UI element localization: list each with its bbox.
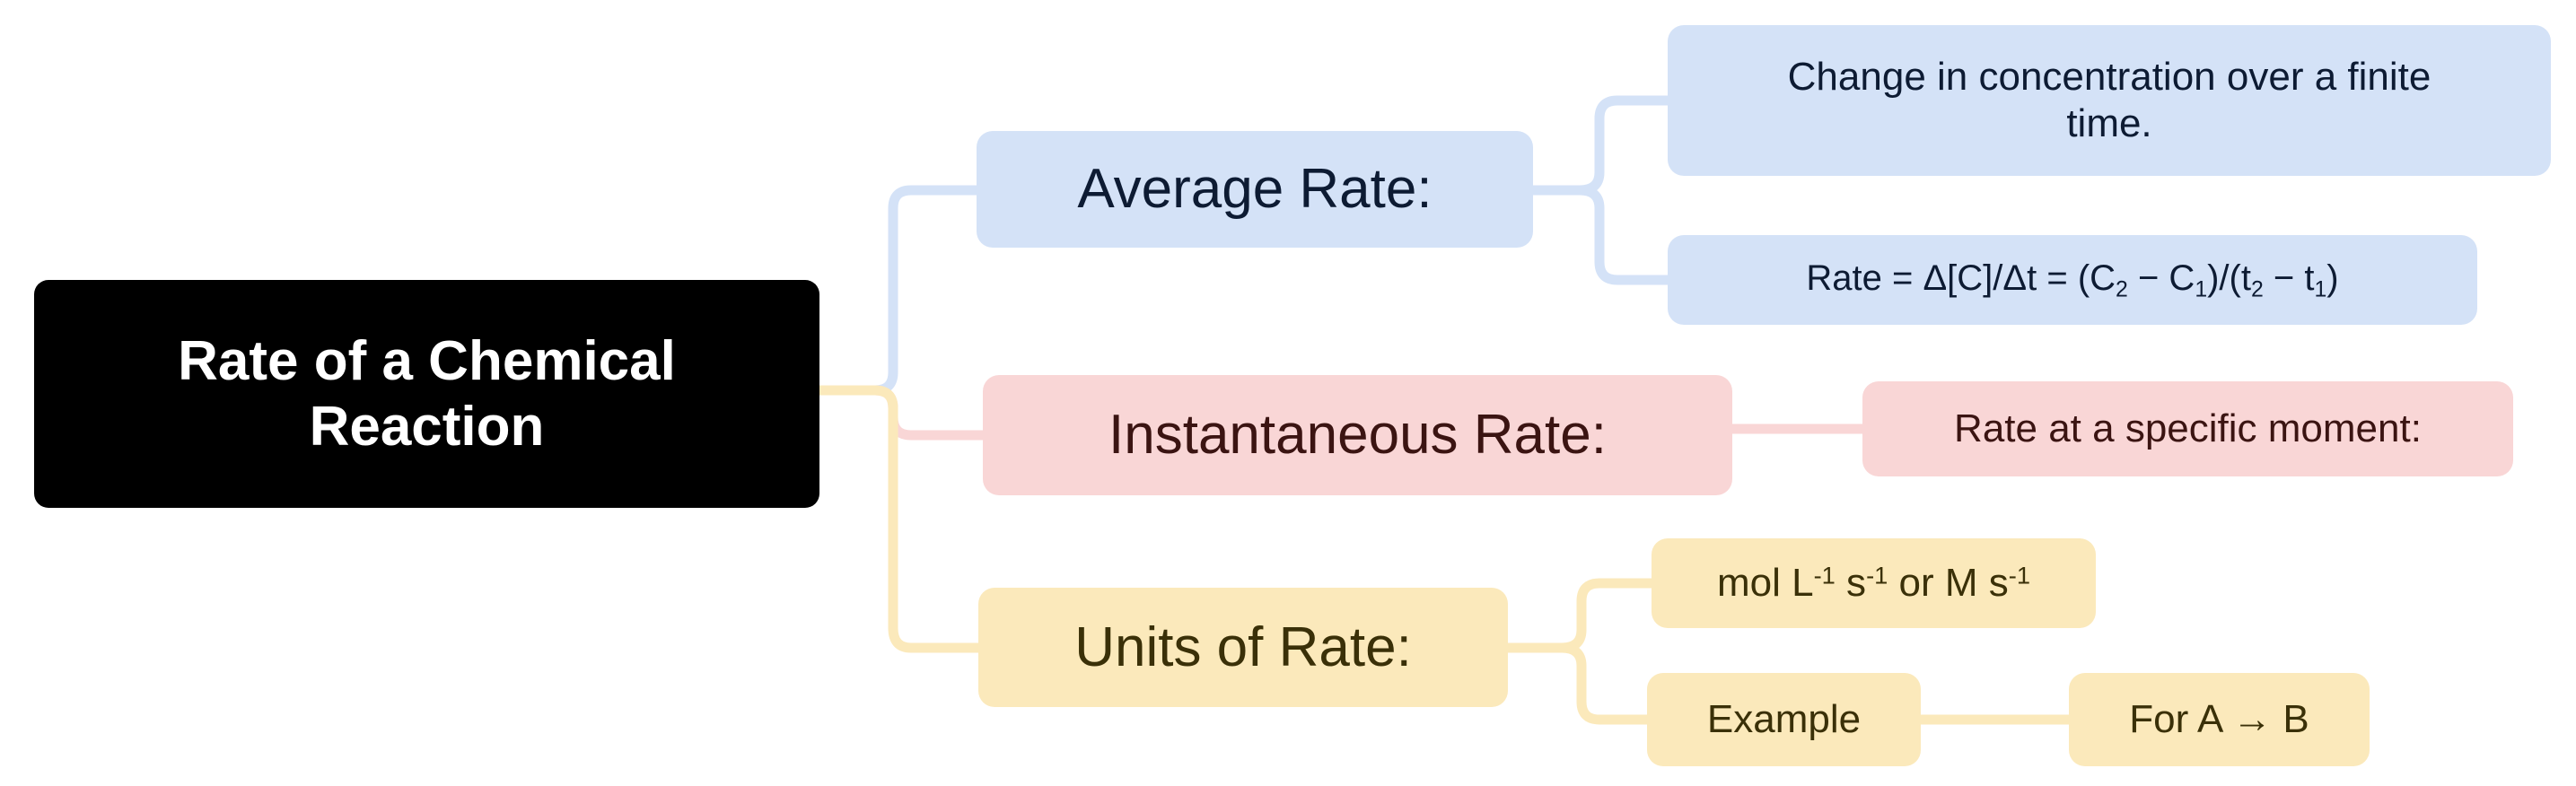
leaf-label-units-example: Example <box>1706 697 1862 742</box>
root-node-label-line2: Reaction <box>309 396 545 458</box>
root-node-label-line1: Rate of a Chemical <box>178 329 676 392</box>
edge-units-to-values <box>1561 578 1652 653</box>
leaf-label-units-values: mol L-1 s-1 or M s-1 <box>1717 560 2030 607</box>
units-sup-3: -1 <box>2008 561 2031 590</box>
formula-sub-2: 1 <box>2195 277 2208 302</box>
edge-units-to-example <box>1561 642 1647 725</box>
units-part-2: s <box>1835 561 1867 606</box>
branch-label-instantaneous-rate: Instantaneous Rate: <box>1108 404 1607 467</box>
units-sup-2: -1 <box>1866 561 1888 590</box>
leaf-node-instantaneous-definition[interactable]: Rate at a specific moment: <box>1862 381 2513 476</box>
leaf-label-units-example-reaction: For A → B <box>2129 697 2309 742</box>
edge-root-to-average <box>819 185 977 396</box>
edge-average-to-definition <box>1579 95 1668 196</box>
root-node[interactable]: Rate of a Chemical Reaction <box>34 280 819 508</box>
edge-root-to-units <box>819 385 978 653</box>
branch-node-average-rate[interactable]: Average Rate: <box>977 131 1533 248</box>
branch-label-units-of-rate: Units of Rate: <box>1074 616 1412 678</box>
edge-average-to-formula <box>1579 185 1668 285</box>
edge-root-to-instantaneous <box>819 385 983 441</box>
formula-sub-3: 2 <box>2250 277 2264 302</box>
units-part-3: or M s <box>1888 561 2009 606</box>
formula-part-3: )/(t <box>2207 258 2251 298</box>
units-part-1: mol L <box>1716 561 1814 606</box>
leaf-node-average-formula[interactable]: Rate = Δ[C]/Δt = (C2 − C1)/(t2 − t1) <box>1668 235 2477 325</box>
leaf-label-average-definition-line2: time. <box>2066 101 2152 145</box>
leaf-label-average-formula: Rate = Δ[C]/Δt = (C2 − C1)/(t2 − t1) <box>1806 258 2338 303</box>
branch-node-units-of-rate[interactable]: Units of Rate: <box>978 588 1508 707</box>
units-sup-1: -1 <box>1813 561 1836 590</box>
leaf-node-units-example[interactable]: Example <box>1647 673 1921 766</box>
formula-sub-1: 2 <box>2116 277 2128 302</box>
leaf-label-instantaneous-definition: Rate at a specific moment: <box>1954 406 2422 451</box>
leaf-node-average-definition[interactable]: Change in concentration over a finite ti… <box>1668 25 2551 176</box>
branch-label-average-rate: Average Rate: <box>1077 158 1433 221</box>
formula-part-5: ) <box>2326 258 2339 298</box>
leaf-label-average-definition-line1: Change in concentration over a finite <box>1787 55 2431 100</box>
branch-node-instantaneous-rate[interactable]: Instantaneous Rate: <box>983 375 1732 495</box>
leaf-node-units-example-reaction[interactable]: For A → B <box>2069 673 2370 766</box>
formula-part-2: − C <box>2127 258 2195 298</box>
leaf-node-units-values[interactable]: mol L-1 s-1 or M s-1 <box>1652 538 2096 628</box>
formula-sub-4: 1 <box>2314 277 2327 302</box>
formula-part-4: − t <box>2263 258 2315 298</box>
formula-part-1: Rate = Δ[C]/Δt = (C <box>1806 258 2116 298</box>
